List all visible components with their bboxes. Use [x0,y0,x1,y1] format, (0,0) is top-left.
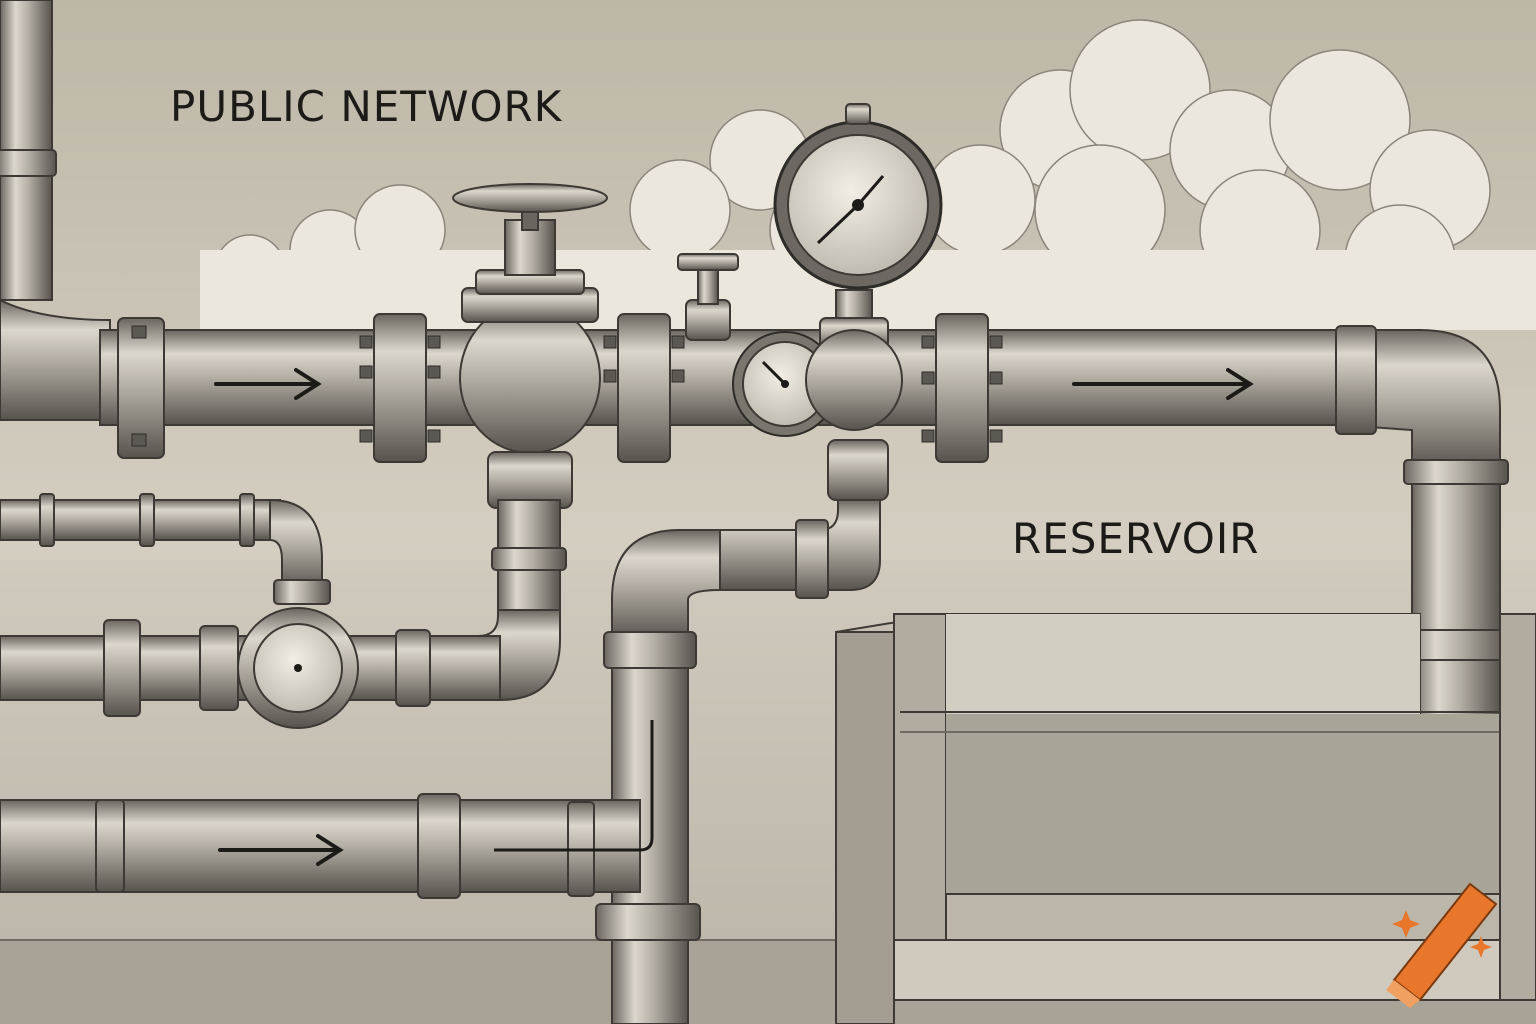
gate-valve [452,183,608,509]
pressure-gauge [773,103,943,501]
arrow-right-icon [214,368,322,400]
small-bleed-valve [677,253,739,341]
reservoir-water [946,714,1536,894]
arrow-right-icon [1072,368,1254,400]
bottom-pipe [0,720,654,899]
meter-pipe [0,607,501,729]
branch-pipe [0,493,331,605]
public-network-label: PUBLIC NETWORK [170,82,563,131]
left-vertical-pipe [0,0,57,301]
arrow-right-icon [218,834,344,866]
crayon-logo [1386,882,1498,1008]
reservoir-label: RESERVOIR [1012,514,1260,563]
bolts [131,325,1003,447]
reservoir-tank [835,613,1536,1024]
flanges [117,313,1509,661]
